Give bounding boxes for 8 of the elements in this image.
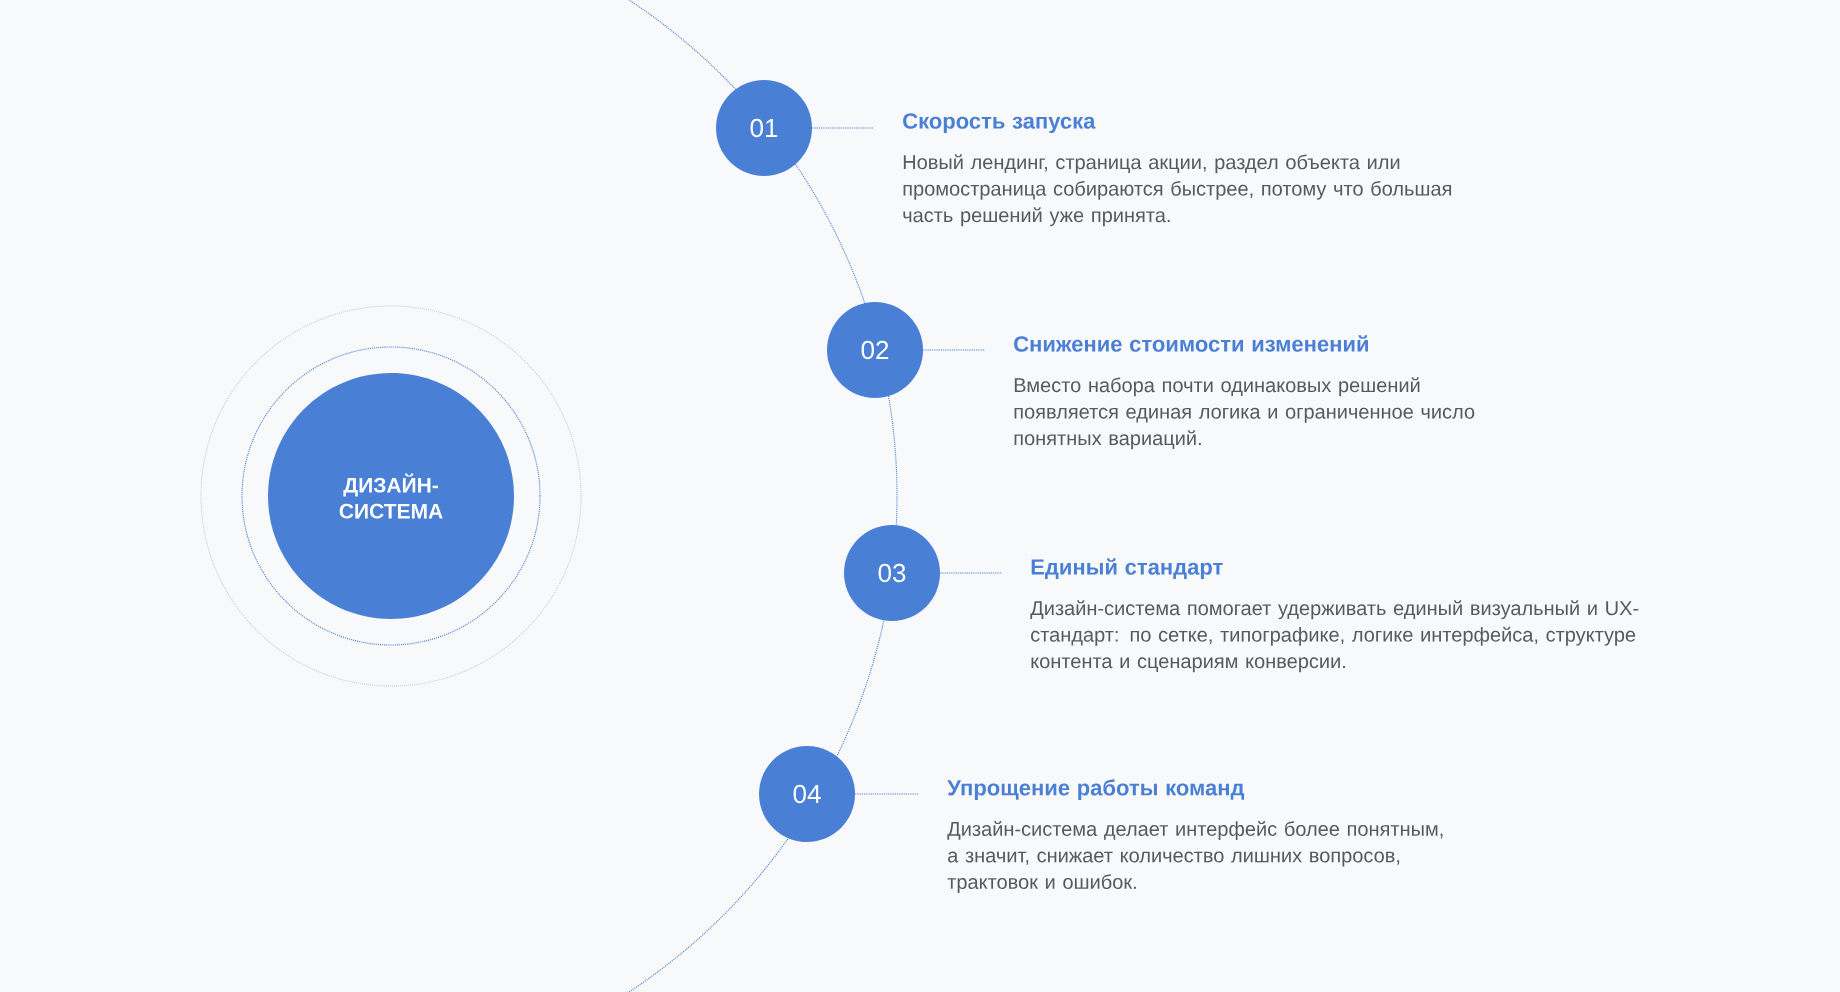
leader-line: [854, 793, 920, 795]
feature-text: Снижение стоимости изменений Вместо набора почти одинаковых решений появляется единая логика и ограниченное число понятных вариаций.: [1014, 335, 1475, 450]
leader-line: [939, 572, 1003, 574]
leader-line: [922, 349, 986, 351]
feature-text: Скорость запуска Новый лендинг, страница акции, раздел объекта или промостраница собираются быстрее, потому что большая часть решений уже принята.: [903, 113, 1452, 227]
feature-text: Упрощение работы команд Дизайн-система делает интерфейс более понятным, а значит, снижает количество лишних вопросов, трактовок и ошибок.: [947, 779, 1443, 893]
leader-line: [811, 127, 875, 129]
feature-text: Единый стандарт Дизайн-система помогает удерживать единый визуальный и UX-стандарт: по сетке, типографике, логике интерфейса, структуре контента и сценариям конверсии.: [1030, 558, 1639, 673]
